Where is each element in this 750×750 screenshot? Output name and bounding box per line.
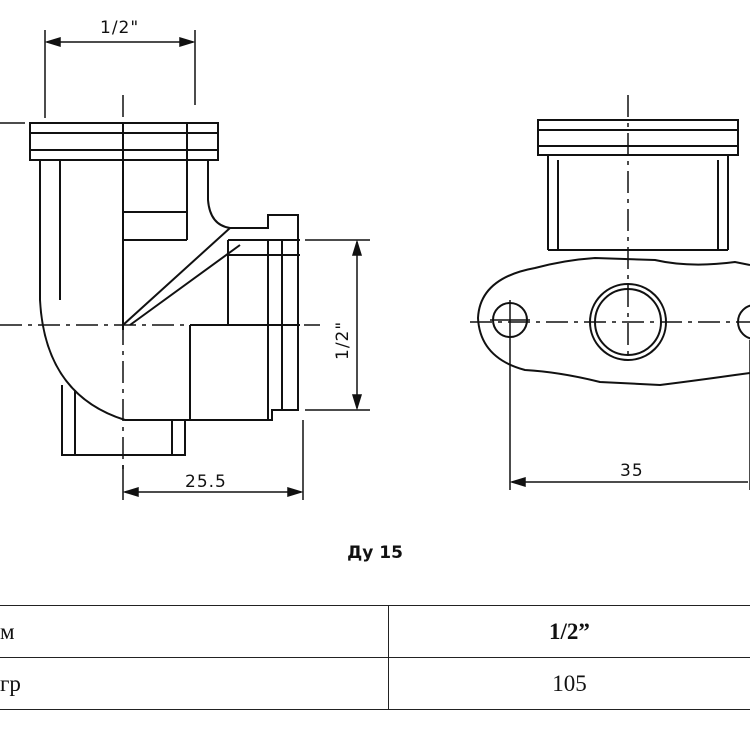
elbow-side-view	[29, 122, 300, 456]
dimension-25-5	[122, 420, 304, 500]
dimension-top	[0, 30, 196, 124]
dimension-35	[509, 340, 750, 490]
dimension-side	[305, 239, 370, 411]
row-label: гр	[0, 657, 389, 710]
dim-top-label: 1/2"	[100, 18, 139, 38]
row-value: 1/2”	[388, 605, 750, 658]
row-label: м	[0, 605, 389, 658]
table-row: гр 105	[0, 657, 750, 710]
spec-table: м 1/2” гр 105	[0, 605, 750, 710]
diameter-caption: Ду 15	[347, 543, 403, 563]
table-row: м 1/2”	[0, 605, 750, 658]
dim-side-label: 1/2"	[333, 321, 353, 360]
technical-drawing: 1/2" 1/2" 25.5 35	[0, 18, 750, 500]
elbow-front-view	[476, 119, 750, 387]
dim-35-label: 35	[620, 461, 644, 481]
dim-25-5-label: 25.5	[185, 472, 227, 492]
row-value: 105	[388, 657, 750, 710]
